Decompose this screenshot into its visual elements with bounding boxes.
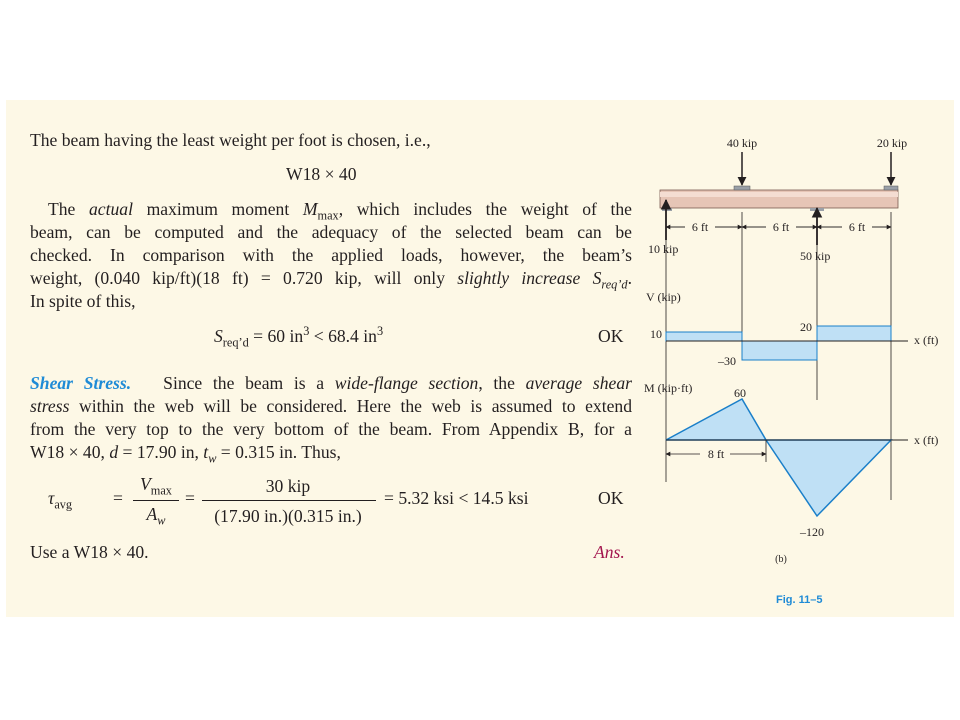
reaction-label-mid: 50 kip	[800, 249, 830, 263]
shear-region-neg	[741, 340, 818, 361]
shear-line3: from the very top to the very bottom of …	[30, 419, 632, 439]
dim-8ft: 8 ft	[708, 447, 725, 461]
reaction-label-left: 10 kip	[648, 242, 678, 256]
ok-label-2: OK	[598, 488, 624, 508]
dim-6ft-3: 6 ft	[849, 220, 866, 234]
subfigure-label: (b)	[775, 554, 787, 565]
shear-region-pos	[816, 325, 892, 342]
denominator-area: (17.90 in.)(0.315 in.)	[214, 506, 362, 526]
m-label-60: 60	[734, 386, 746, 400]
shear-line2: stress within the web will be considered…	[30, 396, 632, 416]
intro-line: The beam having the least weight per foo…	[30, 130, 431, 150]
shear-line4: W18 × 40, d = 17.90 in, tw = 0.315 in. T…	[30, 442, 341, 466]
w18-40-formula: W18 × 40	[286, 164, 357, 184]
shear-stress-heading: Shear Stress.	[30, 373, 132, 393]
dim-6ft-2: 6 ft	[773, 220, 790, 234]
fraction-bar-1	[133, 500, 179, 501]
aw-denominator: Aw	[146, 504, 166, 528]
m-x-label: x (ft)	[914, 433, 938, 447]
dim-6ft-1: 6 ft	[692, 220, 709, 234]
shear-region	[665, 331, 743, 342]
figure-caption: Fig. 11–5	[776, 594, 823, 606]
sreqd-equation: Sreq’d = 60 in3 < 68.4 in3	[214, 324, 384, 350]
answer-label: Ans.	[594, 542, 625, 562]
tau-avg-symbol: τavg	[48, 488, 73, 512]
equals-2: =	[185, 488, 195, 508]
load-plate-20	[883, 185, 899, 191]
v-label-20: 20	[800, 320, 812, 334]
ok-label-1: OK	[598, 326, 624, 346]
vmax-numerator: Vmax	[140, 474, 172, 498]
use-w18-line: Use a W18 × 40.	[30, 542, 149, 562]
tau-result: = 5.32 ksi < 14.5 ksi	[384, 488, 529, 508]
v-x-label: x (ft)	[914, 333, 938, 347]
para2-line2: beam, can be computed and the adequacy o…	[30, 222, 632, 242]
v-axis-label: V (kip)	[646, 290, 681, 304]
numerator-30kip: 30 kip	[265, 476, 311, 496]
shear-line1: Shear Stress. Since the beam is a wide-f…	[30, 373, 633, 393]
v-label-10: 10	[650, 327, 662, 341]
m-label-neg120: –120	[799, 525, 824, 539]
fraction-bar-2	[202, 500, 376, 501]
beam-shading	[660, 192, 898, 197]
load-label-20: 20 kip	[877, 136, 907, 150]
support-plate-left	[662, 208, 672, 211]
para2-line1: The actual maximum moment Mmax, which in…	[48, 199, 632, 223]
v-label-neg30: –30	[717, 354, 736, 368]
moment-region-pos	[665, 397, 768, 441]
para2-line5: In spite of this,	[30, 291, 136, 311]
moment-region-neg	[764, 439, 893, 518]
para2-line4: weight, (0.040 kip/ft)(18 ft) = 0.720 ki…	[30, 268, 632, 292]
para2-line3: checked. In comparison with the applied …	[30, 245, 632, 265]
equals-1: =	[113, 488, 123, 508]
load-label-40: 40 kip	[727, 136, 757, 150]
m-axis-label: M (kip·ft)	[644, 381, 692, 395]
load-plate-40	[733, 185, 751, 191]
